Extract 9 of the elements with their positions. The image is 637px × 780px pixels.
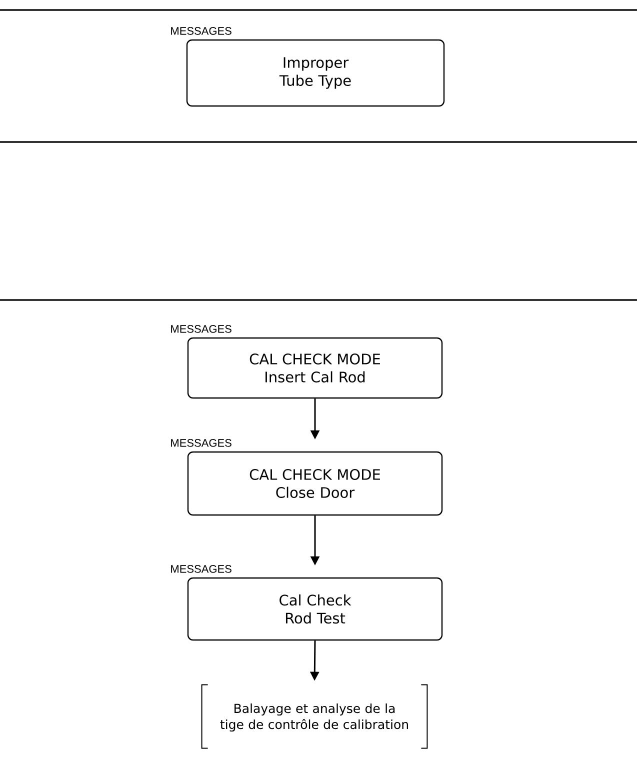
message-box: Cal Check Rod Test <box>187 577 443 641</box>
message-box: CAL CHECK MODE Insert Cal Rod <box>187 337 443 399</box>
bracketed-note: Balayage et analyse de la tige de contrôle de calibration <box>201 684 428 749</box>
message-box: Improper Tube Type <box>186 39 445 107</box>
box-heading: MESSAGES <box>171 325 232 333</box>
message-box: CAL CHECK MODE Close Door <box>187 451 443 516</box>
box-heading: MESSAGES <box>171 565 232 573</box>
box-heading: MESSAGES <box>171 27 232 35</box>
box-heading: MESSAGES <box>171 439 232 447</box>
